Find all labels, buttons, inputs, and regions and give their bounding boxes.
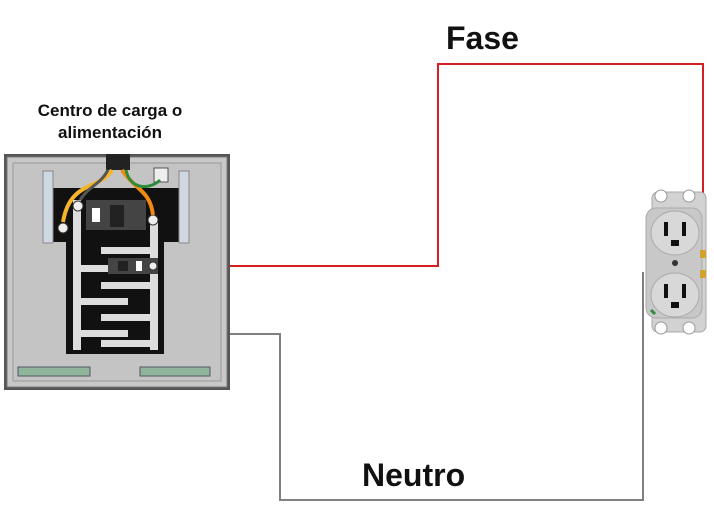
neutral-label: Neutro — [362, 457, 466, 493]
load-center-label: Centro de carga o alimentación — [37, 101, 183, 142]
phase-label: Fase — [446, 20, 519, 56]
phase-wire — [152, 63, 704, 267]
load-center-panel — [4, 154, 230, 390]
receptacle-outlet — [645, 189, 707, 335]
